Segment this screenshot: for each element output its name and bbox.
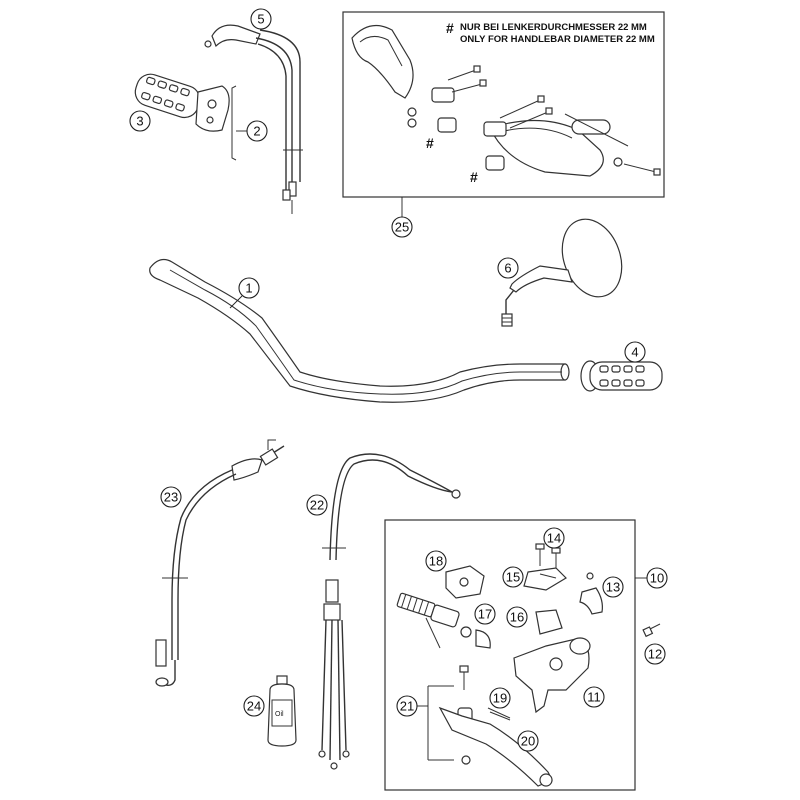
svg-text:16: 16 bbox=[510, 610, 524, 625]
svg-text:10: 10 bbox=[650, 571, 664, 586]
svg-text:19: 19 bbox=[493, 691, 507, 706]
screw-12 bbox=[642, 623, 661, 638]
cable-22 bbox=[318, 453, 461, 770]
svg-text:3: 3 bbox=[136, 114, 143, 129]
svg-text:20: 20 bbox=[521, 734, 535, 749]
svg-text:13: 13 bbox=[606, 580, 620, 595]
note-line-de: NUR BEI LENKERDURCHMESSER 22 MM bbox=[460, 22, 647, 33]
oil-bottle: Oil bbox=[267, 675, 297, 747]
handguard-kit-frame bbox=[342, 11, 665, 198]
note-line-en: ONLY FOR HANDLEBAR DIAMETER 22 MM bbox=[460, 34, 655, 45]
callout-18: 18 bbox=[425, 550, 447, 572]
note-hash-symbol: # bbox=[446, 20, 454, 36]
svg-text:25: 25 bbox=[395, 220, 409, 235]
part-16-block bbox=[535, 609, 563, 635]
svg-text:1: 1 bbox=[245, 281, 252, 296]
svg-text:2: 2 bbox=[253, 124, 260, 139]
cable-23 bbox=[155, 439, 285, 687]
svg-text:15: 15 bbox=[506, 570, 520, 585]
handguard-clamp-right bbox=[483, 121, 507, 137]
spacer-left bbox=[437, 117, 457, 133]
svg-text:18: 18 bbox=[429, 554, 443, 569]
svg-text:5: 5 bbox=[257, 12, 264, 27]
handguard-right bbox=[489, 119, 604, 177]
callout-24: 24 bbox=[243, 695, 265, 717]
callout-16: 16 bbox=[506, 606, 528, 628]
callout-13: 13 bbox=[602, 576, 624, 598]
callout-19: 19 bbox=[489, 687, 511, 709]
svg-text:11: 11 bbox=[587, 690, 601, 705]
svg-text:14: 14 bbox=[547, 531, 561, 546]
hash-mark-left: # bbox=[426, 135, 434, 151]
throttle-cables bbox=[204, 24, 303, 214]
handguard-kit-group: # NUR BEI LENKERDURCHMESSER 22 MM ONLY F… bbox=[342, 11, 665, 198]
callout-4: 4 bbox=[624, 341, 646, 363]
callout-21: 21 bbox=[396, 695, 418, 717]
callout-1: 1 bbox=[238, 277, 260, 299]
callout-12: 12 bbox=[644, 643, 666, 665]
throttle-grip-assembly bbox=[134, 73, 237, 161]
callout-6: 6 bbox=[497, 257, 519, 279]
callout-23: 23 bbox=[160, 486, 182, 508]
svg-text:17: 17 bbox=[478, 607, 492, 622]
part-13-adjuster bbox=[579, 587, 603, 615]
mirror bbox=[501, 218, 623, 327]
svg-text:4: 4 bbox=[631, 345, 638, 360]
callout-25: 25 bbox=[391, 216, 413, 238]
handguard-clamp-left bbox=[431, 87, 455, 103]
callout-17: 17 bbox=[474, 603, 496, 625]
svg-text:6: 6 bbox=[504, 261, 511, 276]
mirror-head bbox=[561, 218, 623, 298]
clutch-assembly-frame bbox=[384, 519, 636, 791]
spacer-right bbox=[485, 155, 505, 171]
svg-text:21: 21 bbox=[400, 699, 414, 714]
part-15-cover bbox=[523, 567, 567, 591]
svg-text:12: 12 bbox=[648, 647, 662, 662]
callout-20: 20 bbox=[517, 730, 539, 752]
callout-3: 3 bbox=[129, 110, 151, 132]
callout-22: 22 bbox=[306, 494, 328, 516]
bottle-label: Oil bbox=[275, 711, 284, 718]
callout-14: 14 bbox=[543, 527, 565, 549]
handlebar bbox=[149, 258, 566, 403]
callout-2: 2 bbox=[246, 120, 268, 142]
left-grip bbox=[580, 360, 663, 392]
callout-15: 15 bbox=[502, 566, 524, 588]
callout-5: 5 bbox=[250, 8, 272, 30]
svg-text:23: 23 bbox=[164, 490, 178, 505]
throttle-housing bbox=[195, 85, 230, 132]
svg-text:22: 22 bbox=[310, 498, 324, 513]
svg-text:24: 24 bbox=[247, 699, 261, 714]
callout-11: 11 bbox=[583, 686, 605, 708]
hash-mark-right: # bbox=[470, 169, 478, 185]
clutch-assembly-group bbox=[384, 519, 636, 791]
callout-10: 10 bbox=[646, 567, 668, 589]
handguard-left bbox=[351, 24, 414, 99]
